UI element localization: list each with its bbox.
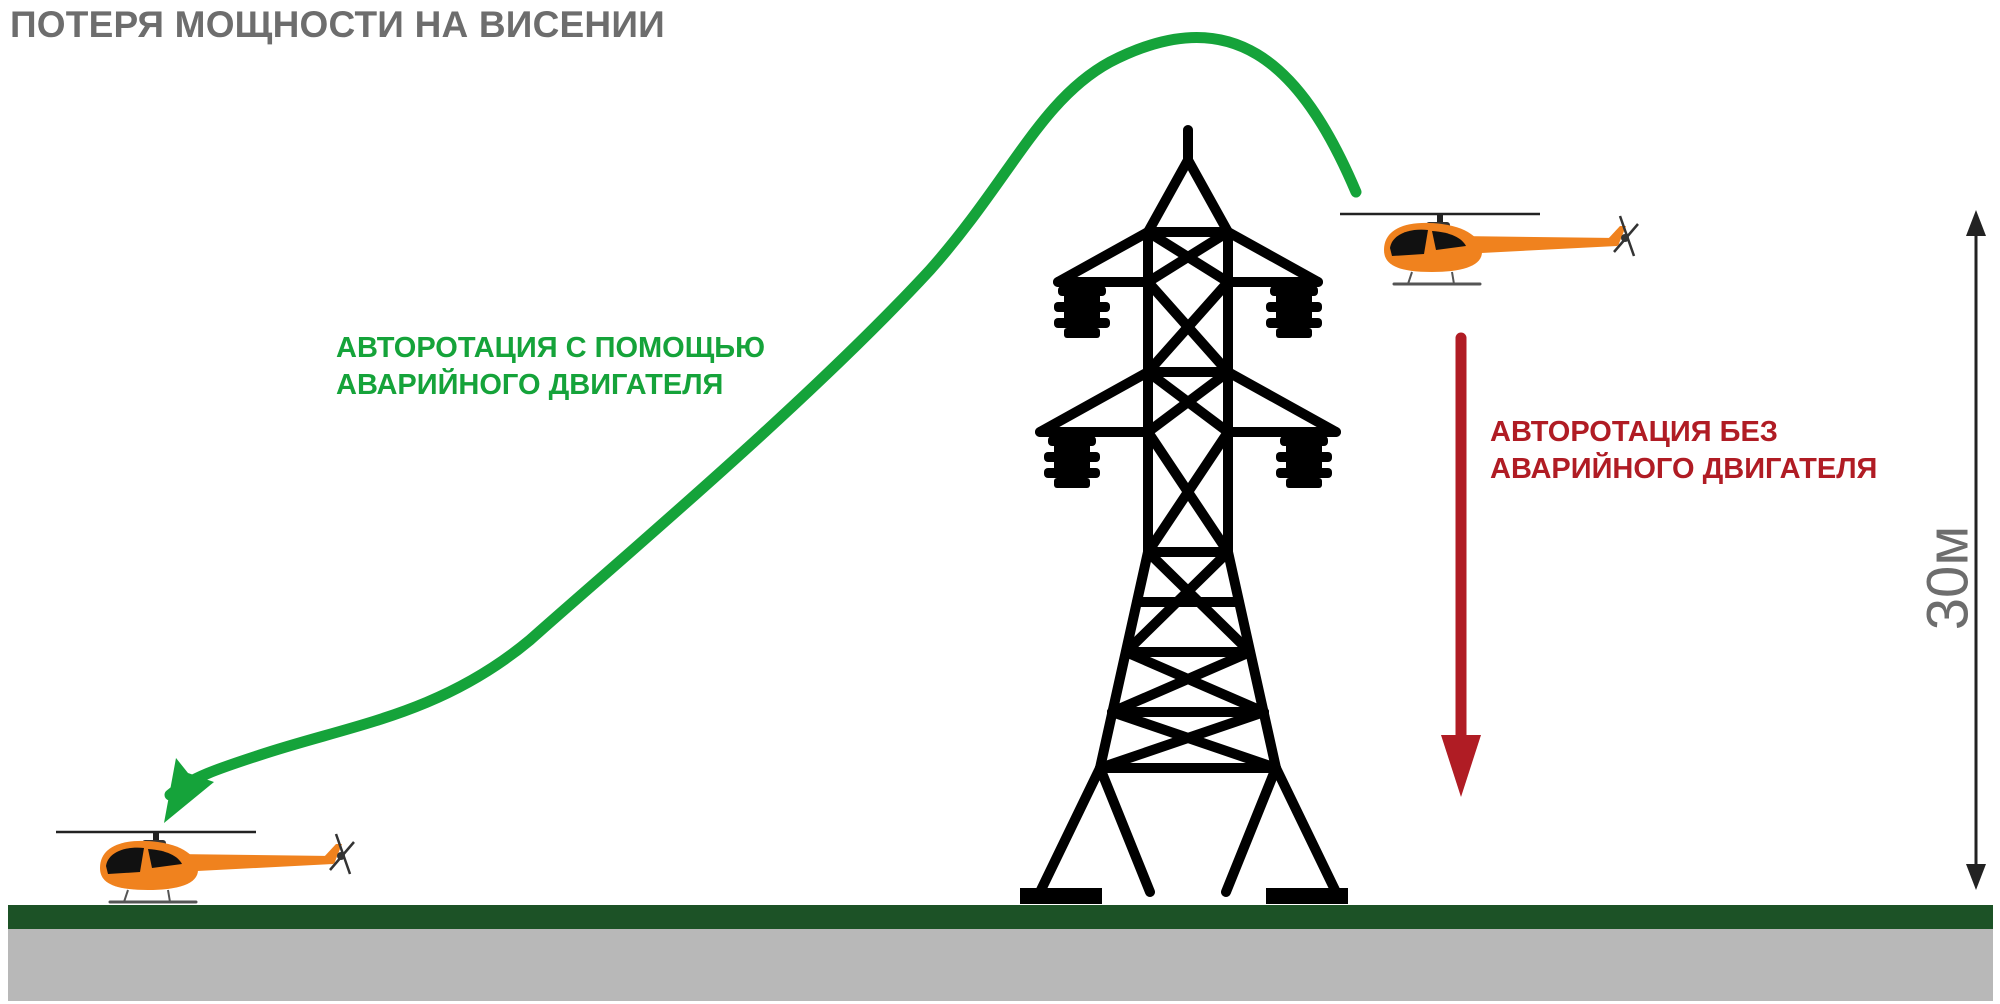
tower-foot-left xyxy=(1020,888,1102,904)
helicopter-icon xyxy=(54,830,356,904)
label-line: АВТОРОТАЦИЯ БЕЗ xyxy=(1490,416,1778,448)
red-arrowhead xyxy=(1441,735,1481,797)
autorotation-with-engine-label: АВТОРОТАЦИЯ С ПОМОЩЬЮ АВАРИЙНОГО ДВИГАТЕ… xyxy=(336,330,765,404)
insulator-top-right xyxy=(1266,286,1322,338)
insulator-top-left xyxy=(1054,286,1110,338)
green-arrowhead xyxy=(164,758,214,823)
label-line: АВАРИЙНОГО ДВИГАТЕЛЯ xyxy=(1490,453,1878,485)
power-tower-icon xyxy=(1035,125,1341,897)
helicopter-icon xyxy=(1338,212,1640,286)
page-title: ПОТЕРЯ МОЩНОСТИ НА ВИСЕНИИ xyxy=(10,4,665,45)
autorotation-without-engine-label: АВТОРОТАЦИЯ БЕЗ АВАРИЙНОГО ДВИГАТЕЛЯ xyxy=(1490,414,1877,488)
label-line: АВАРИЙНОГО ДВИГАТЕЛЯ xyxy=(336,369,724,401)
ground-grass xyxy=(8,905,1993,929)
height-marker-top-arrow xyxy=(1966,210,1986,236)
height-marker-bottom-arrow xyxy=(1966,864,1986,890)
label-line: АВТОРОТАЦИЯ С ПОМОЩЬЮ xyxy=(336,332,766,364)
insulator-mid-left xyxy=(1044,436,1100,488)
ground-road xyxy=(8,929,1993,1001)
insulator-mid-right xyxy=(1276,436,1332,488)
tower-foot-right xyxy=(1266,888,1348,904)
height-marker-text: 30м xyxy=(1915,525,1981,631)
autorotation-with-engine-path xyxy=(164,32,1362,801)
